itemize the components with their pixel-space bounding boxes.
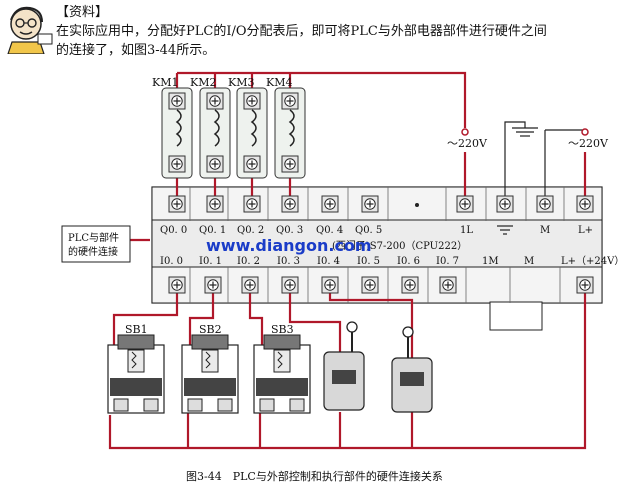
pushbutton-labels: SB1 SB2 SB3 [125,323,294,336]
terminal-q01 [206,195,224,213]
contactor-km3 [236,87,268,179]
label-1m: 1M [482,256,499,267]
info-tag: 【资料】 [56,5,109,20]
side-label-box: PLC与部件 的硬件连接 [61,225,131,263]
pushbuttons [107,334,311,414]
label-i00: I0. 0 [160,256,183,267]
plc-label-band [151,219,603,268]
intro-line-2: 的连接了，如图3-44所示。 [56,43,216,58]
empty-terminal-dot [415,203,419,207]
terminal-lplus-out [576,195,594,213]
terminal-q02 [243,195,261,213]
terminal-i02 [241,276,259,294]
label-i06: I0. 6 [397,256,420,267]
label-km1: KM1 [152,76,178,89]
terminal-i01 [204,276,222,294]
label-lplus-in: L+（+24V） [561,255,624,267]
terminal-ground [496,195,514,213]
label-i01: I0. 1 [199,256,222,267]
contactor-coils [161,87,306,179]
limit-switch-2 [391,326,433,413]
label-i03: I0. 3 [277,256,300,267]
label-sb1: SB1 [125,323,148,336]
label-q04: Q0. 4 [316,225,343,236]
ac-supply-left-label: ～220V [447,137,488,150]
terminal-q04 [321,195,339,213]
label-sb2: SB2 [199,323,222,336]
label-km2: KM2 [190,76,216,89]
terminal-i03 [281,276,299,294]
label-q01: Q0. 1 [199,225,226,236]
m-bridge [489,301,543,331]
input-labels: I0. 0 I0. 1 I0. 2 I0. 3 I0. 4 I0. 5 I0. … [160,255,624,267]
teacher-mascot-icon [2,2,54,55]
label-m-out: M [540,225,550,236]
label-i02: I0. 2 [237,256,260,267]
red-wires [108,71,587,450]
terminal-q05 [361,195,379,213]
limit-switch-1 [323,321,365,411]
label-lplus-out: L+ [578,225,593,236]
output-labels: Q0. 0 Q0. 1 Q0. 2 Q0. 3 Q0. 4 Q0. 5 1L M… [160,225,593,236]
pushbutton-sb3 [253,334,311,414]
plc-model-label: (西门子)S7-200（CPU222） [332,239,467,252]
intro-line-1: 在实际应用中，分配好PLC的I/O分配表后，即可将PLC与外部电器部件进行硬件之… [56,24,547,39]
label-i05: I0. 5 [357,256,380,267]
side-label-line2: 的硬件连接 [68,245,118,258]
label-km4: KM4 [266,76,292,89]
output-terminals [168,195,594,213]
label-i04: I0. 4 [317,256,340,267]
contactor-km4 [274,87,306,179]
label-km3: KM3 [228,76,254,89]
label-q03: Q0. 3 [276,225,303,236]
contactor-labels: KM1 KM2 KM3 KM4 [152,76,292,89]
terminal-i05 [361,276,379,294]
figure-caption: 图3-44 PLC与外部控制和执行部件的硬件连接关系 [186,469,443,483]
terminal-i06 [401,276,419,294]
pushbutton-sb2 [181,334,239,414]
label-i07: I0. 7 [436,256,459,267]
label-1l: 1L [460,225,473,236]
contactor-km2 [199,87,231,179]
label-q00: Q0. 0 [160,225,187,236]
terminal-i04 [321,276,339,294]
label-m-in: M [524,256,534,267]
contactor-km1 [161,87,193,179]
intro-text: 【资料】 在实际应用中，分配好PLC的I/O分配表后，即可将PLC与外部电器部件… [56,3,631,60]
side-label-line1: PLC与部件 [68,231,119,244]
terminal-m-out [536,195,554,213]
watermark-text: www.diangon.com [206,236,372,255]
terminal-q00 [168,195,186,213]
pushbutton-sb1 [107,334,165,414]
label-q05: Q0. 5 [355,225,382,236]
terminal-i07 [439,276,457,294]
label-q02: Q0. 2 [237,225,264,236]
ac-supply-right-label: ～220V [568,137,609,150]
terminal-1l [456,195,474,213]
terminal-lplus-in [576,276,594,294]
terminal-i00 [168,276,186,294]
label-sb3: SB3 [271,323,294,336]
terminal-q03 [281,195,299,213]
